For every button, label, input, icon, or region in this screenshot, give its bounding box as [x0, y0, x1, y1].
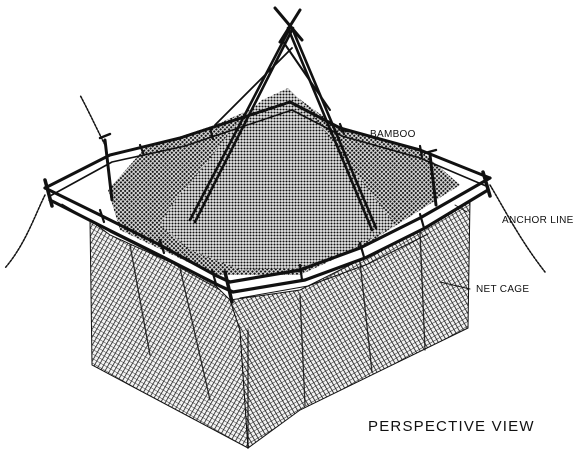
- net-cage-label: NET CAGE: [476, 284, 529, 295]
- anchor-line-label: ANCHOR LINE: [502, 215, 574, 226]
- tripod-poles: [188, 6, 378, 232]
- leader-lines: [337, 129, 471, 290]
- bamboo-label: BAMBOO: [370, 129, 416, 140]
- top-net: [160, 88, 395, 270]
- net-wall-folds: [129, 231, 426, 449]
- view-caption: PERSPECTIVE VIEW: [368, 418, 535, 435]
- net-wall-right: [229, 199, 471, 449]
- bamboo-frame: [43, 100, 492, 304]
- anchor-lines: [4, 94, 546, 273]
